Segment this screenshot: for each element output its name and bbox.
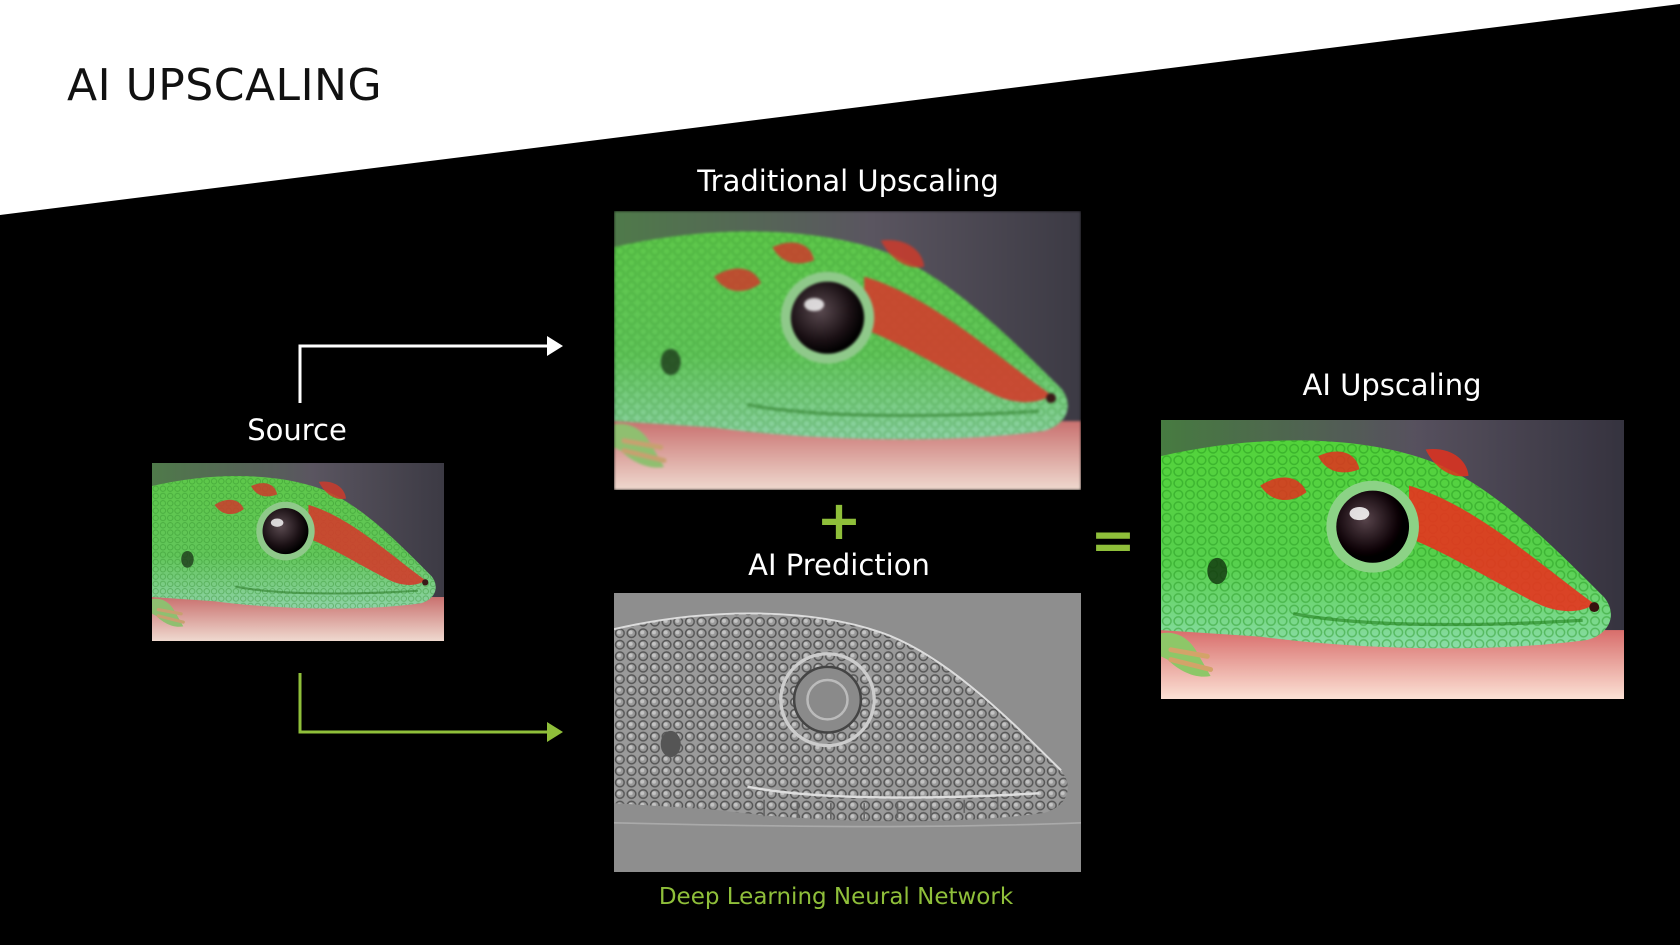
source-image (152, 463, 444, 641)
white-banner (0, 0, 1680, 215)
plus-sign: + (816, 489, 862, 552)
neural-network-caption: Deep Learning Neural Network (658, 884, 1014, 910)
arrow-to-prediction (298, 673, 563, 742)
ai-prediction-label: AI Prediction (748, 548, 930, 582)
traditional-upscaling-label: Traditional Upscaling (697, 164, 999, 198)
arrow-to-traditional (298, 336, 563, 403)
equals-sign: = (1090, 509, 1136, 572)
gecko-photo-small (152, 463, 444, 641)
source-label: Source (247, 413, 347, 447)
slide-title: AI UPSCALING (67, 60, 383, 111)
traditional-upscaling-image (614, 211, 1081, 490)
gecko-photo-blurry (614, 211, 1081, 490)
ai-prediction-image (614, 593, 1081, 872)
gecko-photo-sharp (1161, 420, 1624, 699)
ai-upscaling-label: AI Upscaling (1302, 368, 1482, 402)
ai-upscaling-image (1161, 420, 1624, 699)
gecko-detail-map (614, 593, 1081, 872)
